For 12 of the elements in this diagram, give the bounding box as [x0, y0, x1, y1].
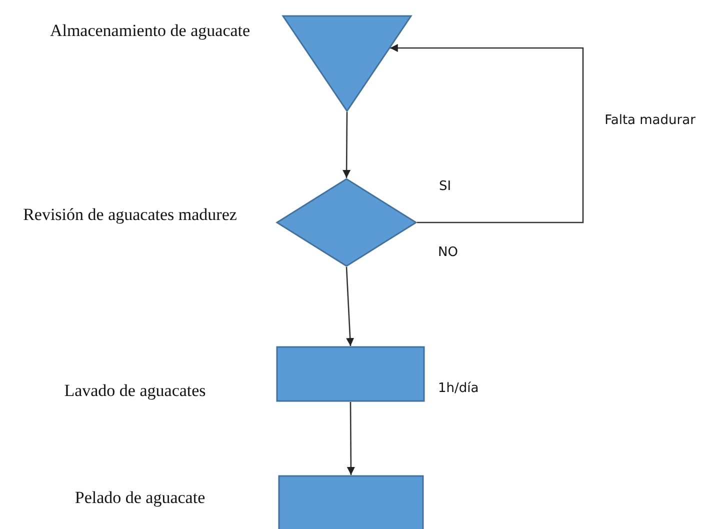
flow-label: Falta madurar [604, 112, 696, 130]
step-label: Almacenamiento de aguacate [48, 20, 252, 42]
step-label: Pelado de aguacate [74, 487, 206, 508]
flow-label: NO [437, 244, 459, 262]
arrow [346, 402, 355, 475]
arrow [390, 44, 584, 224]
duration-note: 1h/día [438, 380, 479, 398]
step-label: Lavado de aguacates [63, 380, 207, 402]
step-label: Revisión de aguacates madurez [22, 204, 238, 226]
arrow [346, 266, 354, 346]
arrow [342, 112, 351, 178]
flow-label: SI [438, 178, 452, 196]
